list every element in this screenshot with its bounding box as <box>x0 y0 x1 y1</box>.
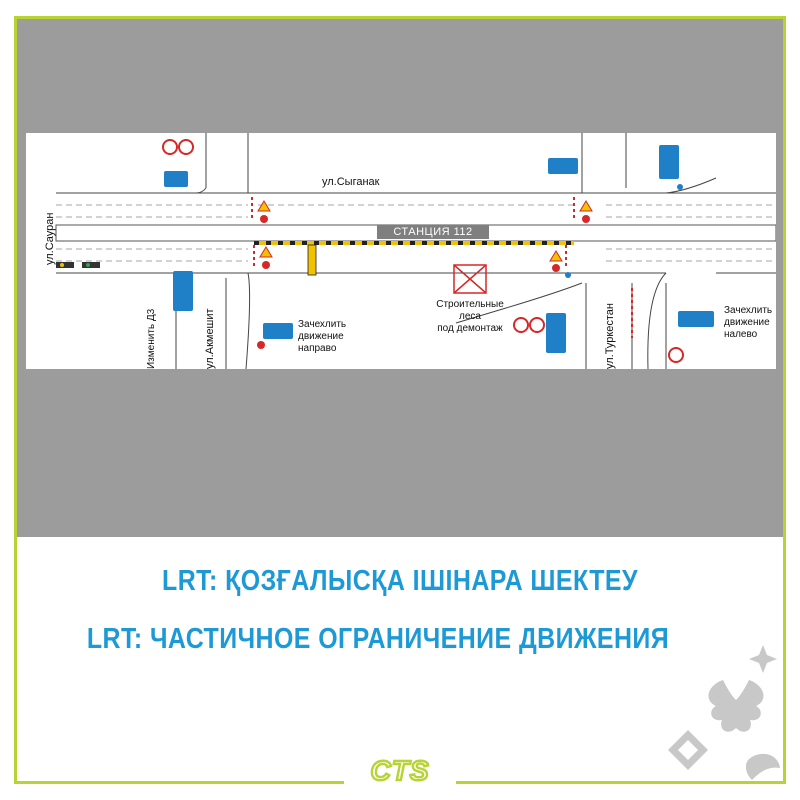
logo-text: CTS <box>371 756 430 784</box>
street-label-turkestan: ул.Туркестан <box>604 303 616 369</box>
direction-lane-sign-icon <box>164 145 714 353</box>
street-label-syganak: ул.Сыганак <box>322 176 380 188</box>
station-label: СТАНЦИЯ 112 <box>377 225 489 239</box>
traffic-light-icon <box>56 184 683 349</box>
construction-warning-sign-icon <box>257 200 593 272</box>
cts-logo: CTS <box>344 756 456 784</box>
headline-kazakh: LRT: ҚОЗҒАЛЫСҚА ІШІНАРА ШЕКТЕУ <box>162 565 638 597</box>
scaffolding-note: Строительные леса под демонтаж <box>436 299 504 334</box>
barrier-line <box>254 241 574 276</box>
street-label-sauran: ул.Сауран <box>44 212 56 265</box>
road-layout <box>55 133 776 369</box>
left-turn-note: Зачехлить движение налево <box>724 305 773 340</box>
headline-russian: LRT: ЧАСТИЧНОЕ ОГРАНИЧЕНИЕ ДВИЖЕНИЯ <box>86 623 670 655</box>
street-label-akmeshit: ул.Акмешит <box>204 308 216 369</box>
traffic-scheme-map: ул.Сыганак ул.Сауран ул.Акмешит ул.Турке… <box>26 133 776 369</box>
change-sign-note: Изменить Д3 <box>146 308 157 369</box>
ornament-icon <box>668 645 780 780</box>
right-turn-note: Зачехлить движение направо <box>298 319 347 354</box>
scaffolding-cross-icon <box>453 264 487 294</box>
no-turn-sign-icon <box>162 139 684 363</box>
